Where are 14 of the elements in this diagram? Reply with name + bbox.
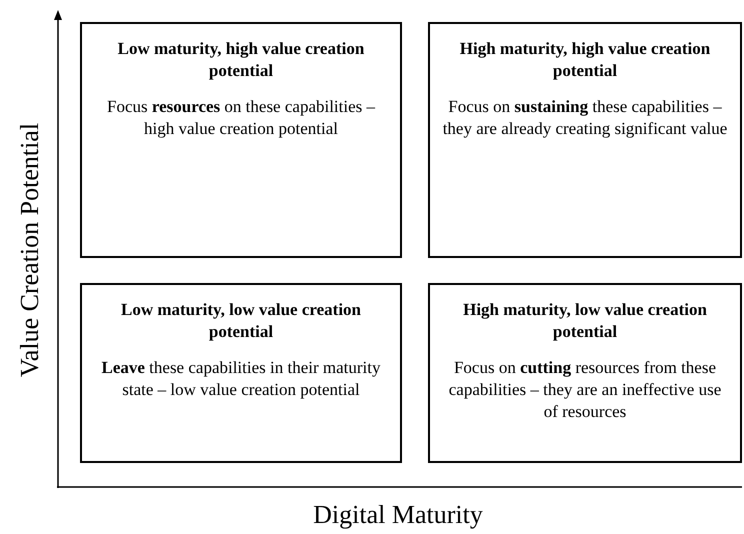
quadrant-description: Focus on sustaining these capabilities – they are already creating significant value (442, 96, 728, 140)
quadrant-heading: High maturity, high value creation potential (458, 38, 712, 82)
quadrant-heading: Low maturity, low value creation potential (120, 299, 362, 343)
quadrant-box (80, 283, 402, 463)
quadrant-description: Leave these capabilities in their maturity state – low value creation potential (100, 357, 382, 401)
x-axis-title: Digital Maturity (313, 500, 483, 530)
quadrant-heading: Low maturity, high value creation potential (116, 38, 366, 82)
quadrant-description: Focus resources on these capabilities – high value creation potential (106, 96, 376, 140)
quadrant-box (80, 22, 402, 258)
quadrant-heading: High maturity, low value creation potential (462, 299, 708, 343)
quadrant-box (428, 22, 742, 258)
y-axis-title: Value Creation Potential (15, 122, 45, 378)
quadrant-description: Focus on cutting resources from these capabilities – they are an ineffective use of resources (448, 357, 722, 423)
quadrant-box (428, 283, 742, 463)
